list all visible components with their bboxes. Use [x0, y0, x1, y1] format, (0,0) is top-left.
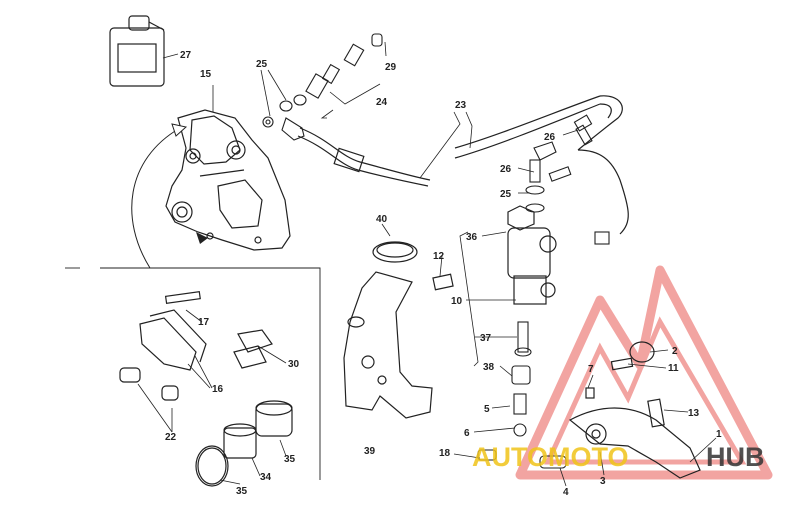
master-cylinder [432, 205, 557, 305]
label-12: 12 [433, 251, 445, 262]
label-13: 13 [688, 408, 700, 419]
label-25: 25 [256, 59, 268, 70]
brake-hose [297, 95, 629, 235]
watermark-logo [515, 265, 773, 480]
label-16: 16 [212, 384, 224, 395]
label-26: 26 [544, 132, 556, 143]
label-40: 40 [376, 214, 388, 225]
pushrod-parts [477, 321, 567, 469]
label-30: 30 [288, 359, 300, 370]
inset-frame [100, 267, 321, 480]
label-22: 22 [165, 432, 177, 443]
label-5: 5 [484, 404, 490, 415]
label-10: 10 [451, 296, 463, 307]
label-4: 4 [563, 487, 569, 498]
label-26: 26 [500, 164, 512, 175]
brake-caliper [165, 109, 291, 251]
label-6: 6 [464, 428, 470, 439]
watermark-text-left: AUTOMOTO [472, 442, 629, 472]
label-36: 36 [466, 232, 478, 243]
label-17: 17 [198, 317, 210, 328]
label-39: 39 [364, 446, 376, 457]
label-23: 23 [455, 100, 467, 111]
brake-pads-inset [119, 290, 293, 487]
arrow-icon [171, 123, 188, 137]
watermark-text-right: HUB [706, 442, 765, 472]
label-3: 3 [600, 476, 606, 487]
brake-fluid-bottle [109, 15, 165, 87]
brake-pedal [568, 341, 701, 479]
snap-ring [372, 241, 418, 263]
label-25: 25 [500, 189, 512, 200]
label-29: 29 [385, 62, 397, 73]
label-2: 2 [672, 346, 678, 357]
arrow-icon [196, 232, 208, 244]
caliper-flow-curve [131, 127, 181, 269]
label-1: 1 [716, 429, 722, 440]
label-38: 38 [483, 362, 495, 373]
callout-lines [137, 41, 717, 487]
label-18: 18 [439, 448, 451, 459]
label-34: 34 [260, 472, 272, 483]
label-37: 37 [480, 333, 492, 344]
label-35: 35 [236, 486, 248, 497]
label-15: 15 [200, 69, 212, 80]
label-7: 7 [588, 364, 594, 375]
banjo-bolts-right [525, 114, 610, 245]
watermark-text: AUTOMOTO HUB [472, 442, 765, 472]
label-35: 35 [284, 454, 296, 465]
mounting-bracket [343, 271, 433, 419]
label-11: 11 [668, 363, 679, 374]
label-24: 24 [376, 97, 388, 108]
label-27: 27 [180, 50, 192, 61]
banjo-fittings [262, 33, 383, 141]
part-labels: 27 15 25 29 24 23 26 26 25 36 40 12 10 3… [165, 50, 722, 498]
